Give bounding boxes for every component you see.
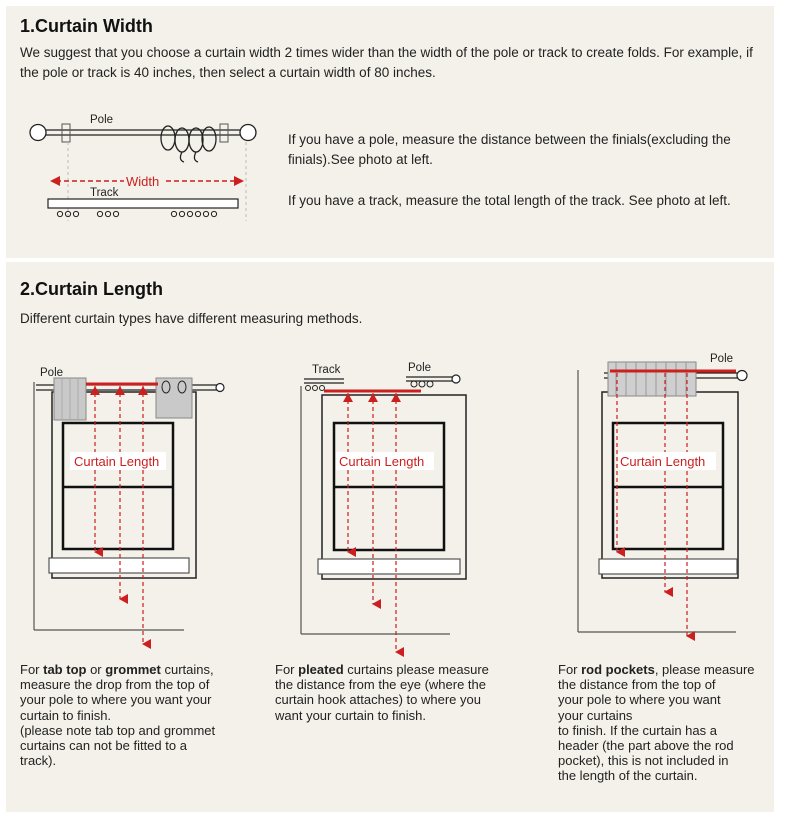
- curtain-length-section: 2.Curtain Length Different curtain types…: [6, 262, 774, 812]
- tab-curtain-left-icon: [53, 377, 87, 421]
- tab-top-note: For tab top or grommet curtains, measure…: [20, 662, 216, 769]
- rod-length-label: Curtain Length: [620, 454, 705, 469]
- curtain-width-title: 1.Curtain Width: [20, 16, 153, 36]
- curtain-length-intro: Different curtain types have different m…: [20, 311, 363, 326]
- rod-pocket-diagram: [577, 361, 748, 641]
- tab-top-diagram: [33, 377, 225, 649]
- track-instruction: If you have a track, measure the total l…: [288, 193, 731, 208]
- pleated-track-label: Track: [312, 364, 341, 376]
- pole-label: Pole: [90, 114, 113, 126]
- track-illustration: [47, 198, 239, 218]
- curtain-width-intro: We suggest that you choose a curtain wid…: [20, 45, 753, 80]
- pole-illustration: [29, 123, 257, 221]
- rod-pocket-curtain-icon: [607, 361, 697, 397]
- width-label: Width: [126, 174, 159, 189]
- pleated-pole-icon: [406, 374, 461, 388]
- left-finial-icon: [29, 123, 47, 142]
- track-label: Track: [90, 187, 119, 199]
- width-arrow: [50, 176, 244, 186]
- pleated-diagram: [300, 374, 467, 657]
- width-diagram: Pole Width Track: [29, 114, 257, 221]
- pole-instruction: If you have a pole, measure the distance…: [288, 132, 731, 167]
- curtain-length-title: 2.Curtain Length: [20, 279, 163, 299]
- tab-pole-label: Pole: [40, 367, 63, 379]
- curtain-width-section: 1.Curtain Width We suggest that you choo…: [6, 6, 774, 258]
- length-diagrams: Pole Curtain Length: [33, 353, 748, 657]
- pleated-length-label: Curtain Length: [339, 454, 424, 469]
- rod-pole-label: Pole: [710, 353, 733, 365]
- pleated-track-icon: [304, 378, 344, 391]
- pleated-pole-label: Pole: [408, 362, 431, 374]
- tab-length-label: Curtain Length: [74, 454, 159, 469]
- right-finial-icon: [239, 123, 257, 142]
- grommet-curtain-right-icon: [155, 377, 193, 419]
- curtain-rings-icon: [160, 125, 217, 163]
- pleated-note: For pleated curtains please measure the …: [275, 662, 489, 723]
- rod-pocket-note: For rod pockets, please measure the dist…: [558, 662, 755, 784]
